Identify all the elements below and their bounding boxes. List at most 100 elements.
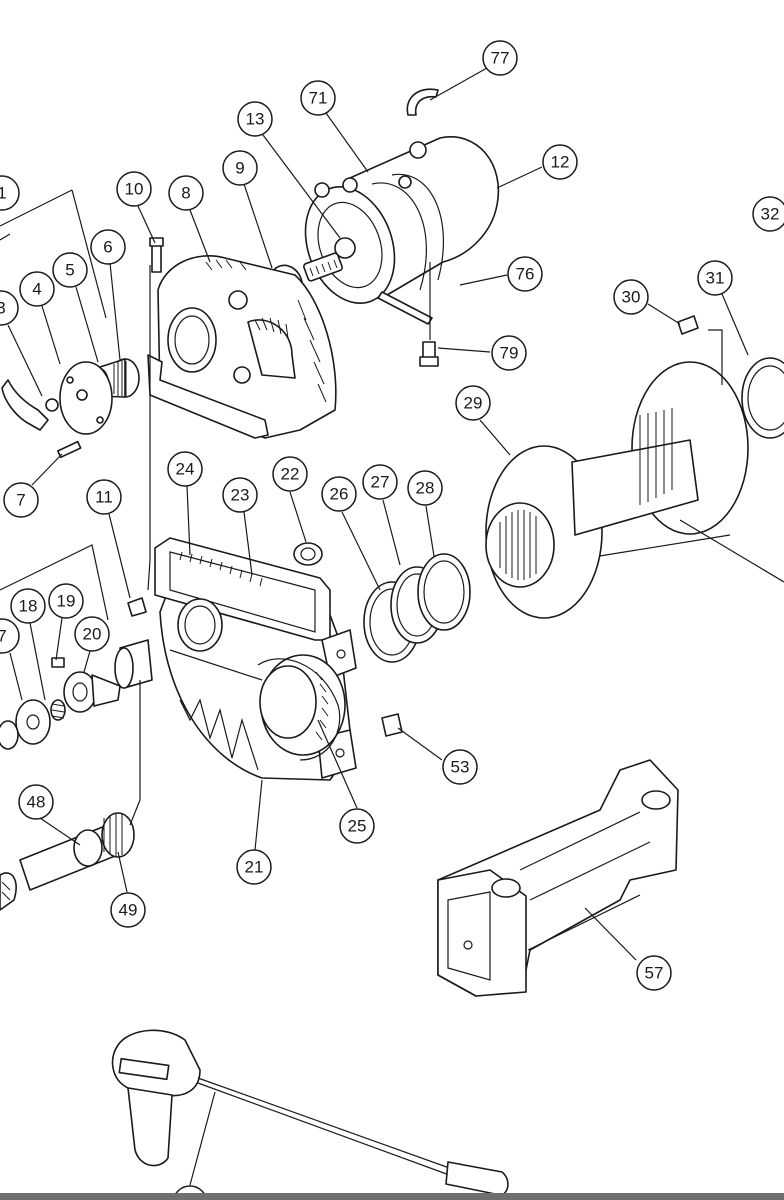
part-3-lever: [1, 379, 59, 431]
callout-6: 6: [90, 229, 126, 265]
svg-text:26: 26: [330, 485, 349, 504]
part-21-gear-housing: [114, 537, 357, 781]
svg-text:22: 22: [281, 465, 300, 484]
part-10-screw: [149, 237, 164, 273]
callout-8: 8: [168, 175, 204, 211]
part-17-plate: [15, 699, 51, 745]
svg-text:7: 7: [16, 491, 25, 510]
callout-17: 7: [0, 618, 20, 654]
callout-57: 57: [636, 955, 672, 991]
svg-text:77: 77: [491, 49, 510, 68]
svg-text:21: 21: [245, 858, 264, 877]
callout-24: 24: [167, 451, 203, 487]
callout-20: 20: [74, 616, 110, 652]
svg-text:18: 18: [19, 597, 38, 616]
svg-text:71: 71: [309, 89, 328, 108]
part-4-plate: [59, 361, 113, 435]
svg-text:10: 10: [125, 180, 144, 199]
callout-12: 12: [542, 144, 578, 180]
svg-text:31: 31: [706, 269, 725, 288]
part-31-ring: [741, 357, 784, 439]
svg-text:48: 48: [27, 793, 46, 812]
callout-21: 21: [236, 849, 272, 885]
callout-23: 23: [222, 477, 258, 513]
svg-text:6: 6: [103, 238, 112, 257]
part-12-motor: [303, 136, 500, 325]
callout-3: 3: [0, 290, 19, 326]
callout-48: 48: [18, 784, 54, 820]
callout-1: 1: [0, 175, 20, 211]
callout-18: 18: [10, 588, 46, 624]
svg-text:49: 49: [119, 901, 138, 920]
svg-text:9: 9: [235, 159, 244, 178]
svg-text:25: 25: [348, 817, 367, 836]
part-53-block: [381, 713, 403, 737]
part-29-drum: [485, 361, 784, 619]
part-19-nut: [51, 657, 65, 668]
callout-22: 22: [272, 456, 308, 492]
svg-text:11: 11: [95, 488, 113, 507]
svg-text:20: 20: [83, 625, 102, 644]
svg-text:19: 19: [57, 592, 76, 611]
part-48-shaft: [0, 812, 135, 911]
part-washer: [0, 720, 19, 750]
callout-5: 5: [52, 252, 88, 288]
callout-79: 79: [491, 335, 527, 371]
callout-10: 10: [116, 171, 152, 207]
svg-text:24: 24: [176, 460, 195, 479]
callout-76: 76: [507, 256, 543, 292]
svg-text:8: 8: [181, 184, 190, 203]
callout-4: 4: [19, 271, 55, 307]
part-57-fairlead: [437, 759, 679, 997]
callout-9: 9: [222, 150, 258, 186]
leader-lines: [7, 67, 749, 1186]
callout-27: 27: [362, 464, 398, 500]
callout-25: 25: [339, 808, 375, 844]
callout-77: 77: [482, 40, 518, 76]
part-20-cam: [63, 671, 121, 713]
part-30-clip: [677, 315, 699, 335]
part-8-housing-cover: [147, 255, 337, 439]
svg-text:5: 5: [65, 261, 74, 280]
callout-31: 31: [697, 260, 733, 296]
callout-7: 7: [3, 482, 39, 518]
svg-text:57: 57: [645, 964, 664, 983]
part-65-remote: [111, 1029, 509, 1196]
callout-53: 53: [442, 749, 478, 785]
callout-32: 32: [752, 196, 784, 232]
svg-text:29: 29: [464, 394, 483, 413]
svg-text:7: 7: [0, 627, 7, 646]
callout-28: 28: [407, 470, 443, 506]
part-25-ring-gear: [257, 658, 341, 761]
svg-text:32: 32: [761, 205, 780, 224]
svg-text:79: 79: [500, 344, 519, 363]
bottom-bar: [0, 1193, 784, 1200]
callout-49: 49: [110, 892, 146, 928]
part-18-spring: [50, 699, 66, 721]
svg-text:1: 1: [0, 184, 7, 203]
callout-26: 26: [321, 476, 357, 512]
svg-text:28: 28: [416, 479, 435, 498]
part-22-bushing: [293, 542, 323, 566]
svg-text:3: 3: [0, 299, 6, 318]
svg-text:4: 4: [32, 280, 41, 299]
part-77-cable: [406, 88, 439, 116]
callout-30: 30: [613, 279, 649, 315]
part-11-bracket: [127, 597, 147, 617]
part-28-ring: [417, 553, 471, 631]
callout-71: 71: [300, 80, 336, 116]
callout-19: 19: [48, 583, 84, 619]
svg-text:23: 23: [231, 486, 250, 505]
callout-13: 13: [237, 101, 273, 137]
svg-text:13: 13: [246, 110, 265, 129]
part-79-bolt: [419, 341, 439, 367]
callout-29: 29: [455, 385, 491, 421]
svg-text:53: 53: [451, 758, 470, 777]
svg-text:27: 27: [371, 473, 390, 492]
svg-text:12: 12: [551, 153, 570, 172]
svg-text:76: 76: [516, 265, 535, 284]
part-7-pin: [56, 440, 82, 459]
svg-text:30: 30: [622, 288, 641, 307]
callout-11: 11: [86, 479, 122, 515]
